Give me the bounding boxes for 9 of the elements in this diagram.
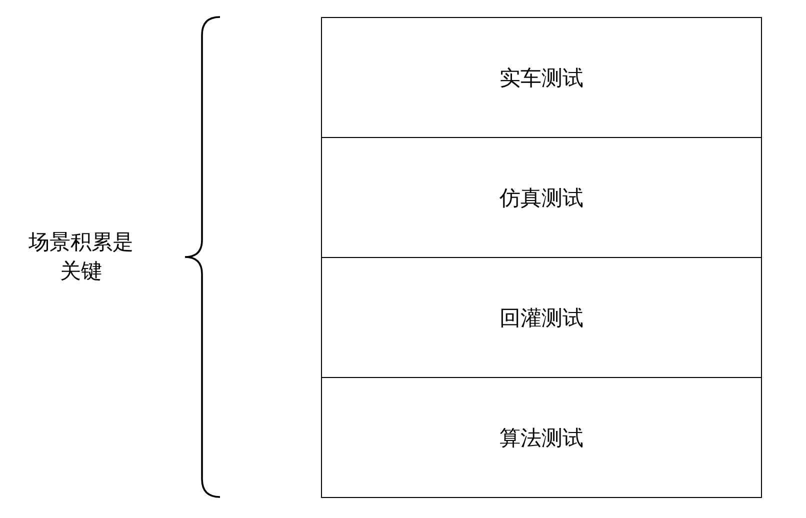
box-label: 算法测试 (500, 424, 584, 452)
process-box (321, 138, 762, 258)
box-label: 回灌测试 (500, 304, 584, 332)
process-box (321, 378, 762, 498)
brace-label: 场景积累是关键 (28, 229, 134, 285)
process-box (321, 17, 762, 138)
box-label: 实车测试 (500, 64, 584, 92)
process-box (321, 258, 762, 378)
box-label: 仿真测试 (500, 184, 584, 212)
